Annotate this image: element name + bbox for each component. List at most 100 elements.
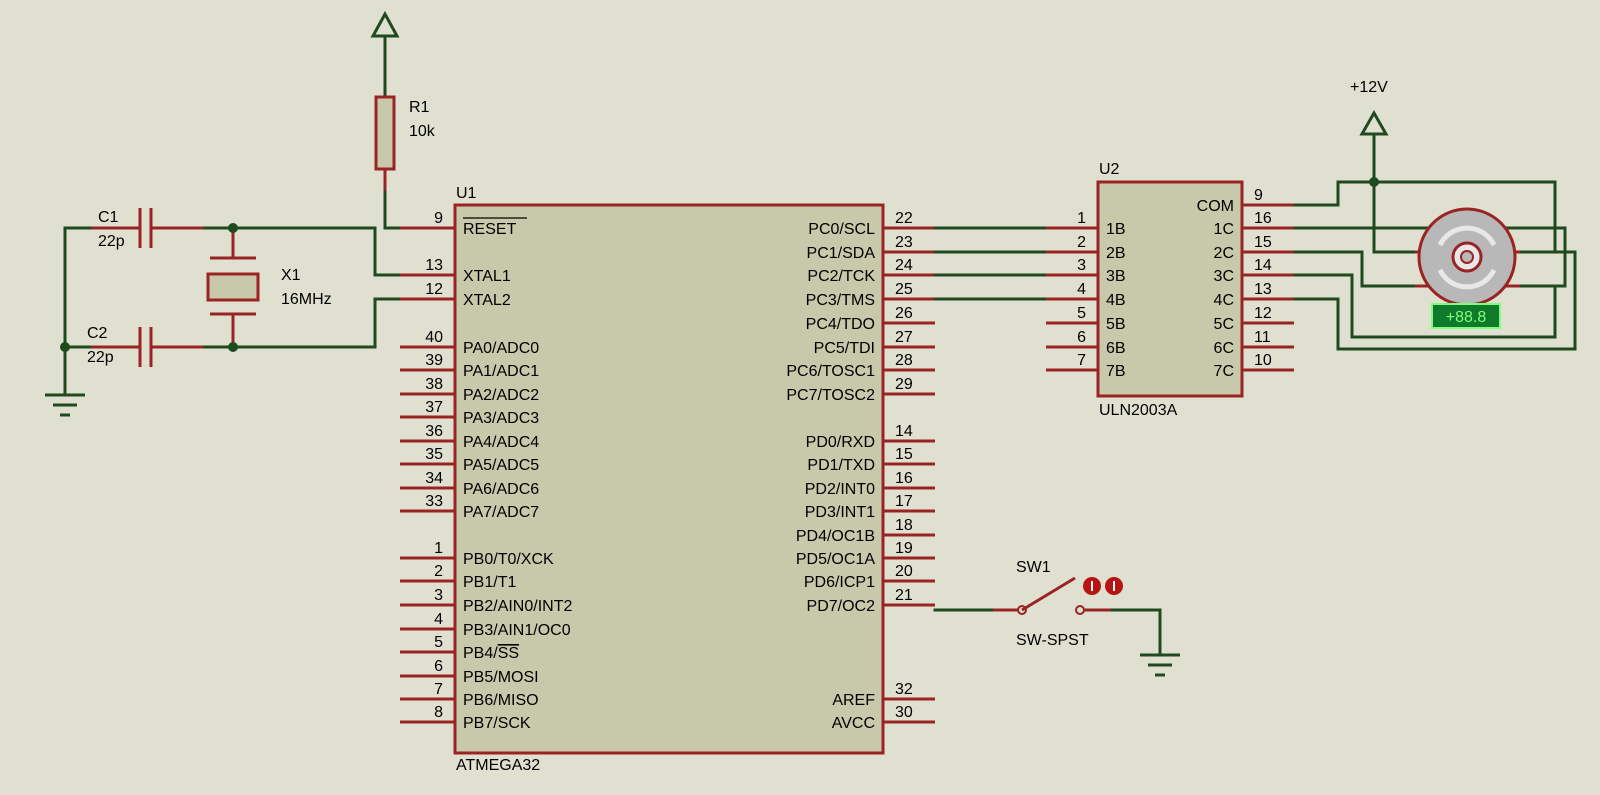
c2-ref: C2	[87, 325, 108, 342]
u1-pin-name: PC0/SCL	[808, 221, 875, 238]
u2-pin-number: 6	[1077, 329, 1086, 346]
sw1-part: SW-SPST	[1016, 632, 1089, 649]
u1-pin-name: PB1/T1	[463, 574, 516, 591]
u1-pin-number: 8	[434, 704, 443, 721]
x1-ref: X1	[281, 267, 301, 284]
motor-arc-top	[1437, 225, 1497, 247]
u2-body	[1096, 180, 1244, 398]
u2-pin-number: 12	[1254, 305, 1272, 322]
u2-pin-number: 2	[1077, 234, 1086, 251]
motor-readout: +88.8	[1446, 309, 1487, 326]
u1-pin-number: 37	[425, 399, 443, 416]
u2-pin-name: 2C	[1214, 245, 1234, 262]
power-12v: +12V	[1350, 79, 1389, 184]
u2-pin-3[interactable]: 33B	[1046, 257, 1126, 285]
u1-pin-number: 32	[895, 681, 913, 698]
u2-pin-name: 5C	[1214, 316, 1234, 333]
u1-pin-name: PA2/ADC2	[463, 387, 539, 404]
u1-pin-name: PD6/ICP1	[804, 574, 875, 591]
u1-pin-name: PD0/RXD	[806, 434, 875, 451]
sw1-switch[interactable]: SW1 SW-SPST	[933, 559, 1180, 677]
u1-pin-number: 38	[425, 376, 443, 393]
u2-pin-number: 1	[1077, 210, 1086, 227]
u2-pin-1[interactable]: 11B	[1046, 210, 1126, 238]
u1-pin-number: 7	[434, 681, 443, 698]
u2-pin-name: COM	[1197, 198, 1234, 215]
stepper-motor[interactable]: +88.8	[1415, 207, 1520, 329]
oscillator-network: C1 22p C2 22p X1 16MHz	[45, 208, 402, 417]
u1-atmega32[interactable]: U1 ATMEGA32 9RESET13XTAL112XTAL240PA0/AD…	[400, 185, 935, 774]
u1-pin-number: 40	[425, 329, 443, 346]
u1-pin-name: PC1/SDA	[807, 245, 876, 262]
u1-pin-number: 21	[895, 587, 913, 604]
x1-crystal[interactable]	[206, 272, 260, 302]
u2-pin-5[interactable]: 55B	[1046, 305, 1126, 333]
u1-pin-name: PC2/TCK	[807, 268, 875, 285]
u1-pin-name: PC4/TDO	[806, 316, 875, 333]
u2-pin-6[interactable]: 66B	[1046, 329, 1126, 357]
ground-symbol-left	[45, 393, 85, 417]
u2-pin-12[interactable]: 12 5C	[1214, 305, 1294, 333]
u2-pin-4[interactable]: 44B	[1046, 281, 1126, 309]
u1-u2-wiring	[933, 226, 1047, 301]
power-label: +12V	[1350, 79, 1388, 96]
u1-pin-number: 19	[895, 540, 913, 557]
r1-resistor[interactable]	[374, 95, 396, 171]
u1-pin-name: PD4/OC1B	[796, 528, 875, 545]
u1-pin-number: 25	[895, 281, 913, 298]
u2-pin-7[interactable]: 77B	[1046, 352, 1126, 380]
u2-pin-2[interactable]: 22B	[1046, 234, 1126, 262]
u1-pin-number: 12	[425, 281, 443, 298]
u2-pin-number: 13	[1254, 281, 1272, 298]
u1-pin-number: 34	[425, 470, 443, 487]
u1-pin-name: PA0/ADC0	[463, 340, 539, 357]
